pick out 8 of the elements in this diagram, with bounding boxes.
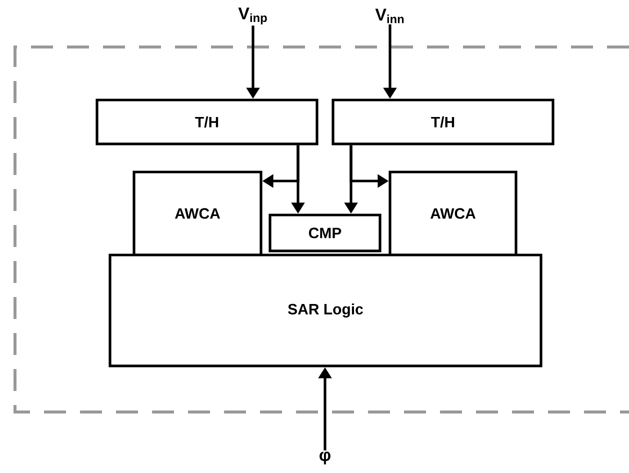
track-hold-box: T/H xyxy=(332,98,554,146)
awca-box: AWCA xyxy=(132,170,262,256)
input-label: V$_{inp}$ xyxy=(238,8,267,24)
comparator-box: CMP xyxy=(268,214,382,252)
track-hold-box: T/H xyxy=(96,98,318,146)
clock-label: φ xyxy=(320,452,330,464)
awca-box: AWCA xyxy=(388,170,518,256)
input-label: V$_{inn}$ xyxy=(375,8,404,24)
